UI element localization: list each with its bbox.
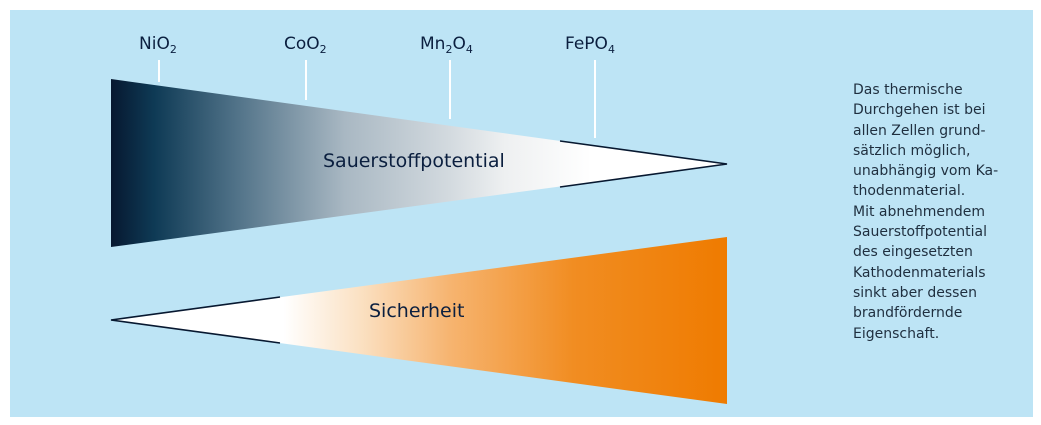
safety-wedge-tip — [110, 296, 281, 344]
side-note-line: sätzlich möglich, — [853, 142, 971, 159]
side-note-line: des eingesetzten — [853, 244, 973, 261]
side-note-line: Sauerstoffpotential — [853, 224, 987, 241]
side-note-line: sinkt aber dessen — [853, 284, 977, 301]
side-note-line: allen Zellen grund- — [853, 122, 986, 139]
side-note-line: Durchgehen ist bei — [853, 102, 986, 119]
oxygen-potential-label: Sauerstoffpotential — [323, 150, 505, 172]
side-note-line: Das thermische — [853, 82, 963, 98]
safety-wedge — [111, 237, 727, 404]
side-note-line: thodenmaterial. — [853, 183, 966, 200]
oxygen-potential-wedge-tip — [559, 140, 728, 188]
side-note-line: unabhängig vom Ka- — [853, 163, 999, 180]
side-note-line: Mit abnehmendem — [853, 203, 985, 220]
safety-label: Sicherheit — [369, 300, 465, 322]
material-label-mn2o4: Mn2O4 — [420, 34, 473, 56]
side-note: Das thermische Durchgehen ist bei allen … — [853, 80, 1013, 344]
side-note-line: Eigenschaft. — [853, 325, 940, 342]
side-note-line: brandfördernde — [853, 305, 963, 322]
oxygen-potential-wedge — [111, 79, 727, 247]
material-label-coo2: CoO2 — [284, 34, 327, 56]
side-note-line: Kathodenmaterials — [853, 264, 986, 281]
material-label-nio2: NiO2 — [139, 34, 177, 56]
material-label-fepo4: FePO4 — [565, 34, 615, 56]
